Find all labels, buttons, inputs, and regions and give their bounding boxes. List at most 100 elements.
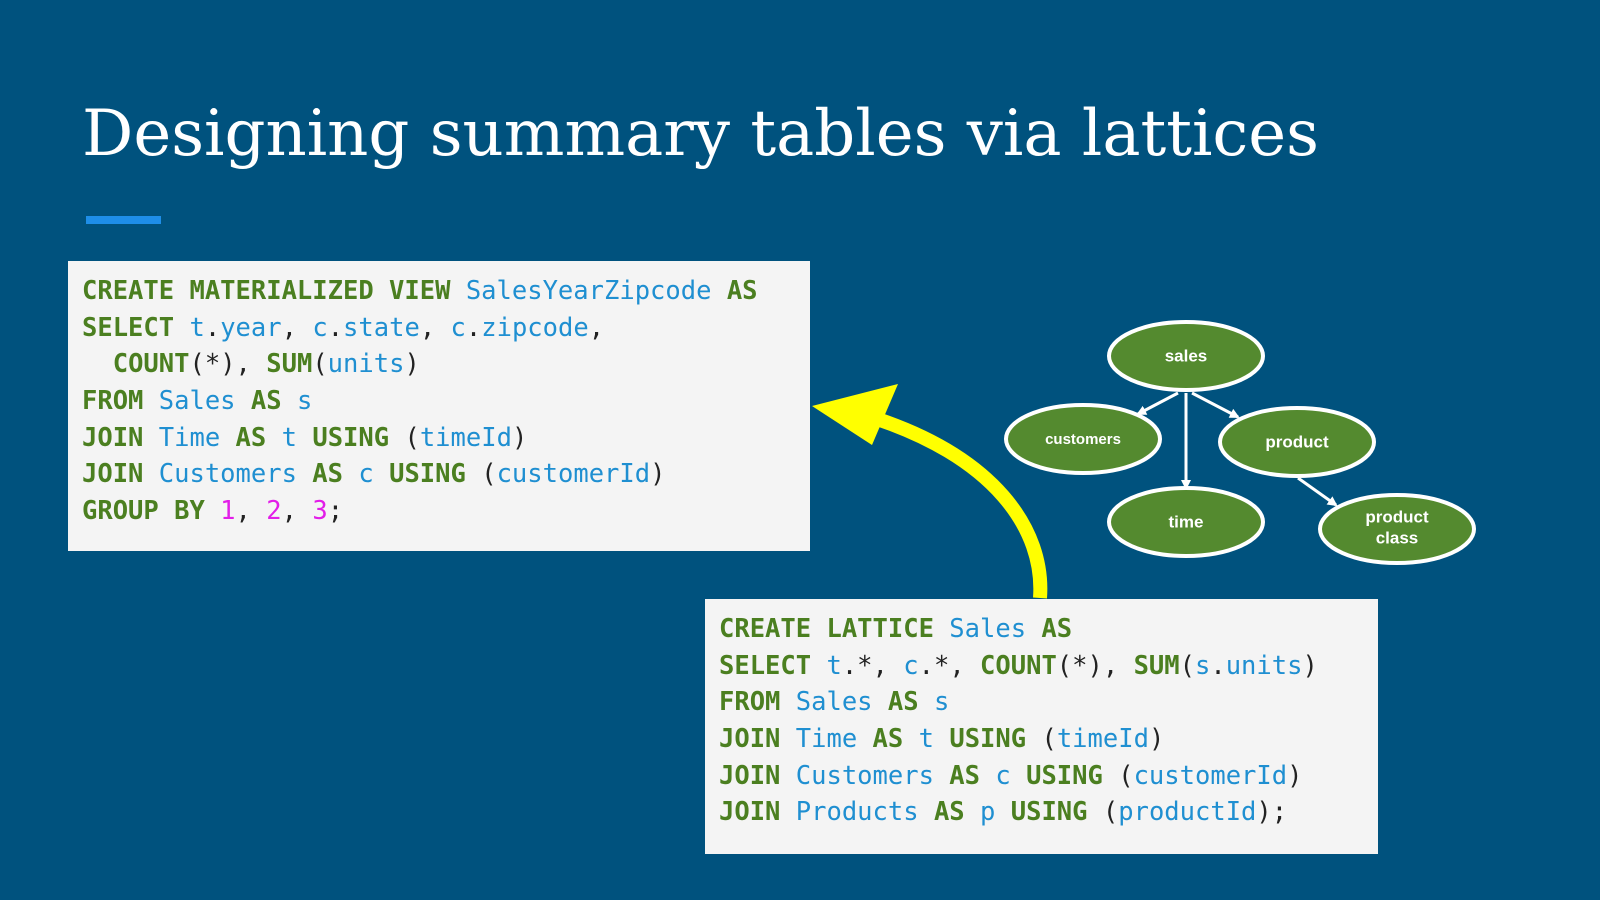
code-token: .*, xyxy=(841,650,904,681)
code-token: zipcode xyxy=(481,312,589,343)
node-label-product-class-line1: product xyxy=(1365,507,1429,526)
code-token: t xyxy=(189,312,205,343)
code-token: ( xyxy=(1026,724,1057,755)
code-token: Time xyxy=(158,422,221,453)
code-token xyxy=(873,687,888,717)
code-token: AS xyxy=(887,687,919,718)
code-token: c xyxy=(450,312,466,343)
code-token: ( xyxy=(1102,760,1134,791)
code-token: ) xyxy=(511,422,528,453)
code-token: AS xyxy=(1041,614,1073,644)
node-label-time: time xyxy=(1169,512,1204,531)
code-token xyxy=(282,386,297,416)
code-token: AS xyxy=(250,386,282,417)
mv-line: JOIN Time AS t USING (timeId) xyxy=(82,420,796,457)
code-token: USING xyxy=(389,459,466,490)
code-token xyxy=(919,797,934,827)
code-token: SELECT xyxy=(82,312,190,343)
code-token: Products xyxy=(795,797,919,828)
lattice-line: JOIN Customers AS c USING (customerId) xyxy=(719,758,1364,795)
mv-line: SELECT t.year, c.state, c.zipcode, xyxy=(82,310,796,347)
code-token xyxy=(934,724,949,754)
mv-line: JOIN Customers AS c USING (customerId) xyxy=(82,456,796,493)
code-token xyxy=(220,423,235,453)
code-token: s xyxy=(1194,650,1211,681)
code-token: ) xyxy=(1287,760,1303,791)
code-token: JOIN xyxy=(719,760,796,791)
node-sales: sales xyxy=(1107,320,1265,392)
mv-line: COUNT(*), SUM(units) xyxy=(82,346,796,383)
code-token: Customers xyxy=(795,760,934,791)
code-token xyxy=(343,459,358,489)
code-token xyxy=(374,459,389,489)
code-token: AS xyxy=(933,797,965,828)
code-token xyxy=(266,423,281,453)
code-token: t xyxy=(918,724,934,755)
code-token xyxy=(1026,614,1041,644)
yellow-curved-arrow xyxy=(812,384,1048,599)
code-token: Time xyxy=(795,724,858,755)
edge-product-productclass xyxy=(1297,476,1338,507)
code-token: , xyxy=(281,312,313,343)
code-token xyxy=(236,386,251,416)
mv-line: FROM Sales AS s xyxy=(82,383,796,420)
code-token: 3 xyxy=(312,496,328,527)
code-token: ( xyxy=(312,349,328,380)
code-token: timeId xyxy=(1056,724,1149,755)
code-token: AS xyxy=(726,276,758,306)
code-token: SUM xyxy=(1133,650,1180,681)
code-token: ( xyxy=(389,422,420,453)
code-token: USING xyxy=(1010,797,1088,828)
code-token: units xyxy=(327,349,405,380)
code-token: FROM xyxy=(719,687,796,718)
code-token: ( xyxy=(465,459,497,490)
lattice-line: CREATE LATTICE Sales AS xyxy=(719,611,1364,648)
code-token: USING xyxy=(312,422,390,453)
code-token: (*), xyxy=(189,349,267,380)
code-token: JOIN xyxy=(719,797,796,828)
code-token: productId xyxy=(1118,797,1257,828)
code-token: timeId xyxy=(419,422,512,453)
code-token: . xyxy=(465,312,482,343)
code-token: GROUP BY xyxy=(82,496,221,527)
node-label-sales: sales xyxy=(1165,346,1208,365)
code-token: COUNT xyxy=(112,349,190,380)
code-token xyxy=(82,349,113,379)
lattice-line: FROM Sales AS s xyxy=(719,684,1364,721)
code-token: USING xyxy=(1026,760,1103,791)
code-token: . xyxy=(1210,650,1226,681)
code-token xyxy=(1011,761,1026,791)
code-token xyxy=(857,724,872,754)
code-token: c xyxy=(903,650,919,681)
code-token: t xyxy=(281,422,297,453)
code-token: ) xyxy=(1302,650,1318,681)
code-token: SELECT xyxy=(719,650,827,681)
code-token: Customers xyxy=(158,459,297,490)
code-token xyxy=(980,761,995,791)
code-token: ); xyxy=(1256,797,1288,828)
code-token: . xyxy=(204,312,221,343)
code-token: CREATE MATERIALIZED VIEW xyxy=(82,276,466,306)
code-token: (*), xyxy=(1056,650,1134,681)
code-token: customerId xyxy=(1133,760,1288,791)
code-token: JOIN xyxy=(82,459,159,490)
code-token: AS xyxy=(949,760,981,791)
code-token: s xyxy=(296,386,313,417)
code-token xyxy=(934,761,949,791)
code-token: COUNT xyxy=(980,650,1057,681)
code-token xyxy=(903,724,918,754)
node-customers: customers xyxy=(1004,403,1162,475)
title-underline xyxy=(86,216,161,224)
code-token xyxy=(965,797,980,827)
code-token: SalesYearZipcode xyxy=(465,276,712,306)
code-token: JOIN xyxy=(82,422,159,453)
code-token: . xyxy=(327,312,344,343)
code-token: AS xyxy=(235,422,267,453)
code-token: c xyxy=(358,459,374,490)
edge-sales-product xyxy=(1191,391,1240,419)
mv-line: GROUP BY 1, 2, 3; xyxy=(82,493,796,530)
code-token: USING xyxy=(949,724,1027,755)
code-token: 1 xyxy=(220,496,236,527)
code-token: , xyxy=(588,312,605,343)
